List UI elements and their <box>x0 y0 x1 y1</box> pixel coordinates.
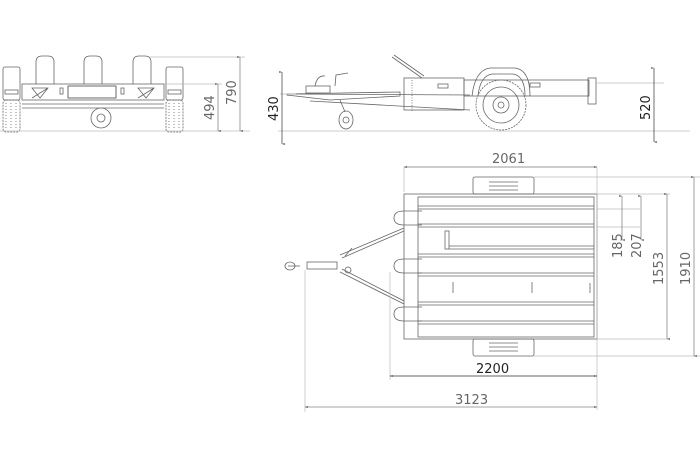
dim-520: 520 <box>639 95 654 120</box>
dim-1910: 1910 <box>679 252 694 285</box>
dim-207: 207 <box>630 233 645 258</box>
dim-790: 790 <box>225 80 240 105</box>
hoop-left <box>35 55 55 84</box>
side-dimensions <box>278 67 690 145</box>
deck-rails <box>418 205 594 325</box>
dim-1553: 1553 <box>652 252 667 285</box>
dim-494: 494 <box>203 95 218 120</box>
top-view <box>284 176 598 357</box>
right-wheel <box>165 66 184 133</box>
left-wheel <box>2 66 21 133</box>
dim-2061: 2061 <box>492 152 525 167</box>
side-view <box>286 54 597 131</box>
front-dimensions <box>0 56 250 132</box>
dim-185: 185 <box>611 233 626 258</box>
wheel-hoop-2 <box>393 258 422 274</box>
dim-3123: 3123 <box>455 393 488 408</box>
top-dimensions <box>304 166 700 412</box>
front-view <box>2 55 184 133</box>
dim-430: 430 <box>267 96 282 121</box>
wheel-hoop-3 <box>393 306 422 322</box>
hoop-middle <box>83 55 103 84</box>
hoop-right <box>132 55 152 84</box>
wheel-hoop-1 <box>393 210 422 226</box>
dim-2200: 2200 <box>476 362 509 377</box>
